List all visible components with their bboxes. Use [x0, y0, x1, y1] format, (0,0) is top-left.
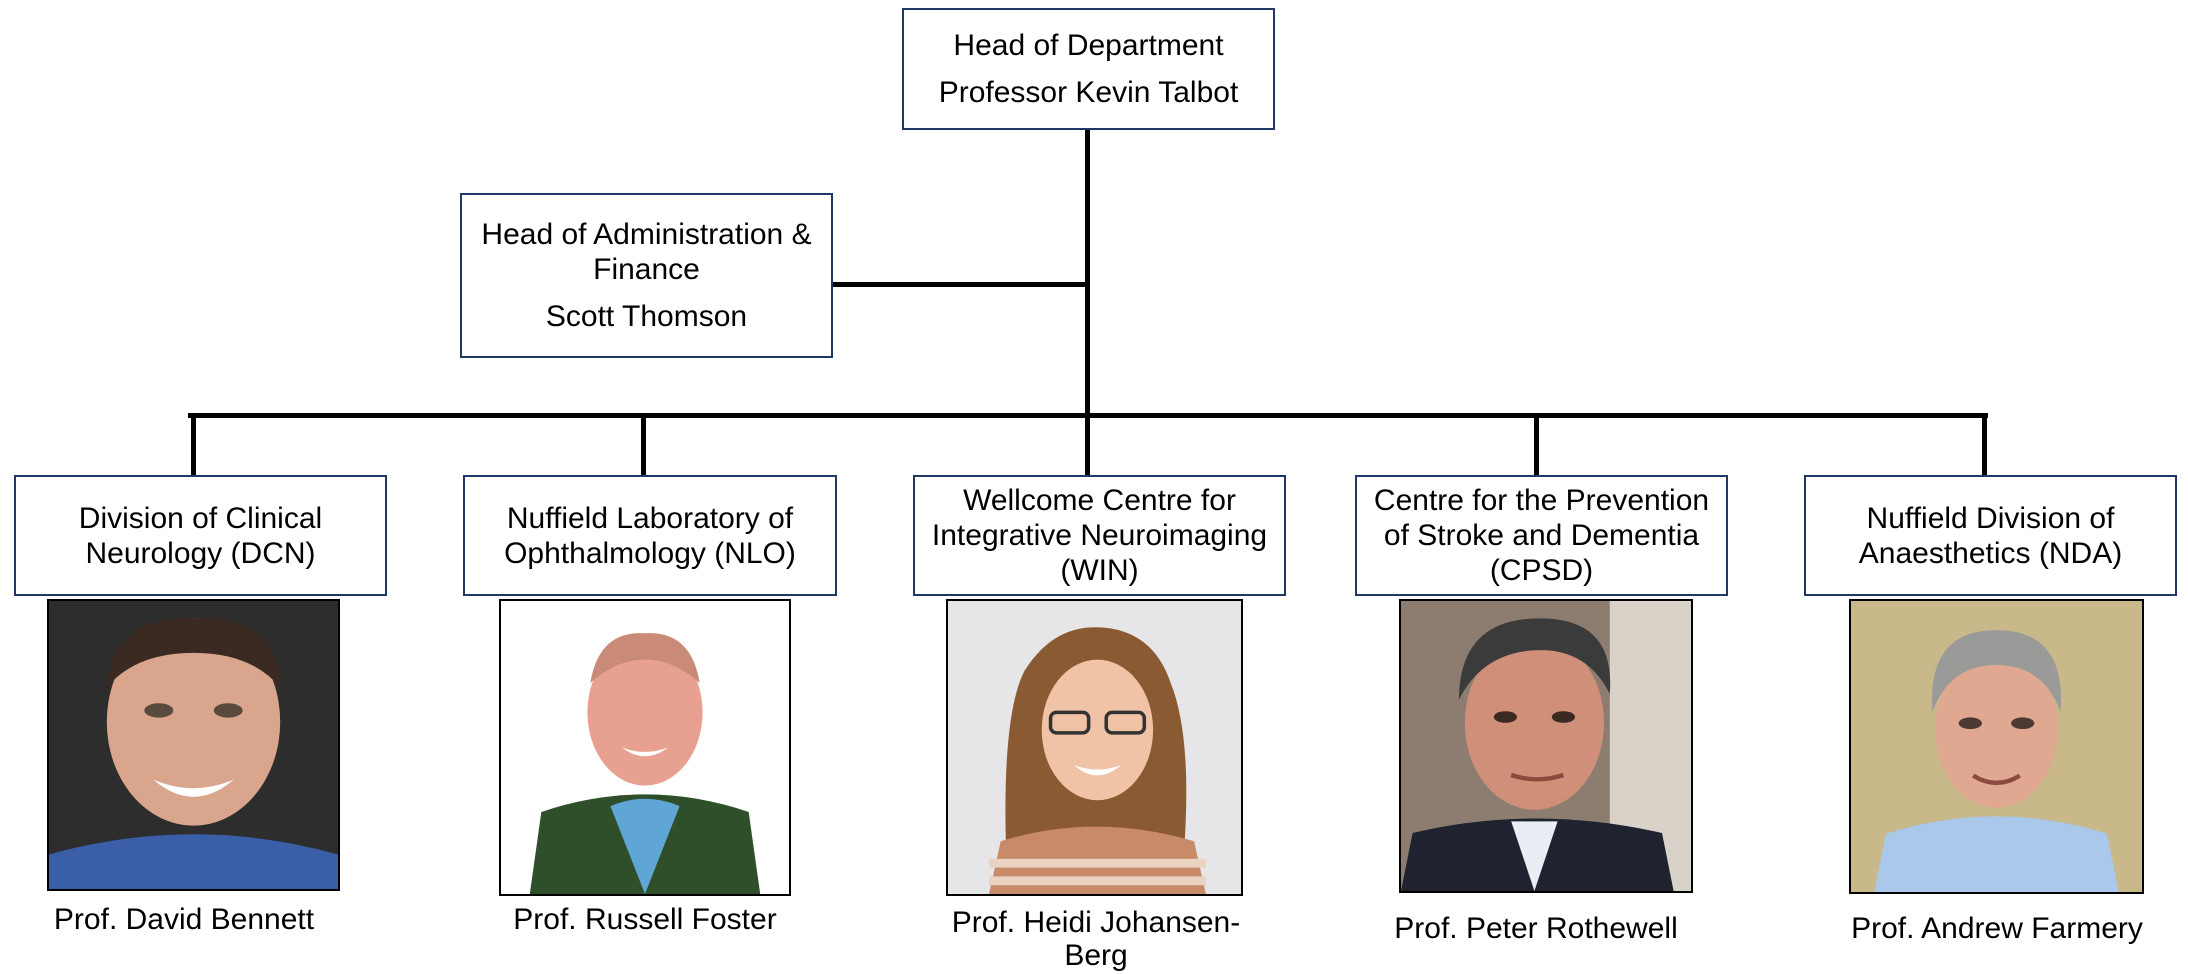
connector-admin: [830, 282, 1088, 287]
portrait-photo-icon: [47, 599, 340, 891]
division-label-line2: Integrative Neuroimaging: [931, 519, 1268, 552]
division-label-line2: Neurology (DCN): [85, 536, 316, 570]
admin-role-line2: Finance: [593, 253, 700, 286]
connector-division-1: [191, 413, 196, 476]
division-label-line1: Centre for the Prevention: [1373, 484, 1710, 517]
division-label-line1: Nuffield Laboratory of: [506, 501, 794, 535]
division-label-line1: Nuffield Division of: [1866, 501, 2115, 535]
admin-name: Scott Thomson: [545, 300, 748, 333]
person-name: Prof. Russell Foster: [513, 903, 777, 936]
division-lead-name: Prof. David Bennett: [14, 903, 354, 936]
head-of-department-box: Head of Department Professor Kevin Talbo…: [902, 8, 1275, 130]
connector-division-5: [1982, 413, 1987, 476]
person-name: Prof. Peter Rothewell: [1394, 912, 1678, 945]
division-label-line3: (WIN): [1060, 554, 1139, 587]
person-name: Prof. Andrew Farmery: [1851, 912, 2143, 945]
portrait-photo-icon: [499, 599, 791, 896]
division-box-nda: Nuffield Division of Anaesthetics (NDA): [1804, 475, 2177, 596]
division-box-nlo: Nuffield Laboratory of Ophthalmology (NL…: [463, 475, 837, 596]
division-lead-name: Prof. Heidi Johansen- Berg: [916, 906, 1276, 972]
division-label-line1: Wellcome Centre for: [963, 484, 1236, 517]
portrait-photo-icon: [1399, 599, 1693, 893]
person-name: Prof. David Bennett: [53, 903, 315, 936]
division-lead-name: Prof. Russell Foster: [485, 903, 805, 936]
division-lead-name: Prof. Peter Rothewell: [1366, 912, 1706, 945]
person-name-line2: Berg: [1064, 939, 1128, 972]
portrait-photo-icon: [1849, 599, 2144, 894]
division-label-line2: of Stroke and Dementia: [1383, 519, 1700, 552]
connector-division-3: [1085, 413, 1090, 476]
connector-head-vertical: [1085, 130, 1090, 415]
division-label-line2: Anaesthetics (NDA): [1858, 536, 2123, 570]
division-label-line2: Ophthalmology (NLO): [504, 536, 796, 570]
division-box-cpsd: Centre for the Prevention of Stroke and …: [1355, 475, 1728, 596]
admin-role-line1: Head of Administration &: [481, 218, 812, 251]
division-label-line3: (CPSD): [1489, 554, 1594, 587]
admin-finance-box: Head of Administration & Finance Scott T…: [460, 193, 833, 358]
head-name: Professor Kevin Talbot: [938, 76, 1239, 109]
connector-division-2: [641, 413, 646, 476]
division-box-dcn: Division of Clinical Neurology (DCN): [14, 475, 387, 596]
head-role: Head of Department: [953, 29, 1224, 62]
division-box-win: Wellcome Centre for Integrative Neuroima…: [913, 475, 1286, 596]
portrait-photo-icon: [946, 599, 1243, 896]
division-label-line1: Division of Clinical: [78, 501, 323, 535]
division-lead-name: Prof. Andrew Farmery: [1822, 912, 2172, 945]
connector-division-4: [1534, 413, 1539, 476]
person-name-line1: Prof. Heidi Johansen-: [951, 906, 1241, 939]
